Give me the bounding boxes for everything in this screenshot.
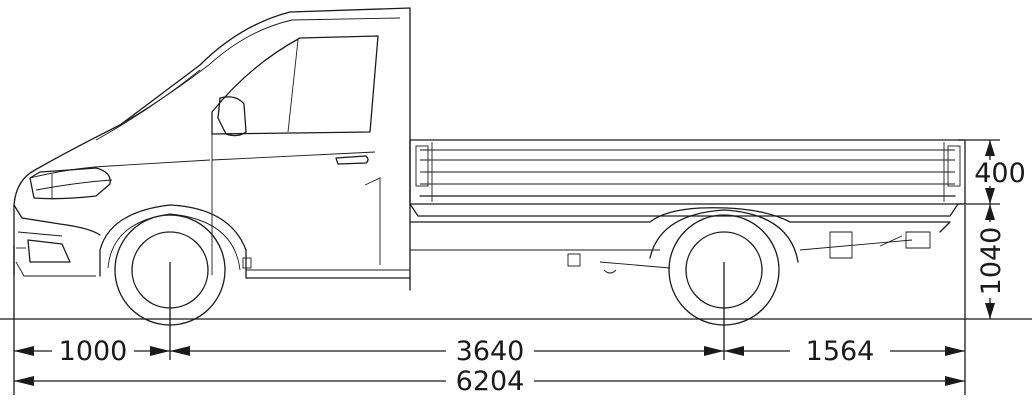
overall-length-label: 6204 (456, 366, 525, 397)
truck-outline (13, 7, 966, 326)
side-height-label: 400 (974, 158, 1026, 189)
dimension-lines (13, 139, 1000, 395)
rear-overhang-label: 1564 (806, 336, 875, 367)
platform-height-label: 1040 (976, 227, 1007, 296)
front-overhang-label: 1000 (59, 336, 128, 367)
wheelbase-label: 3640 (456, 336, 525, 367)
